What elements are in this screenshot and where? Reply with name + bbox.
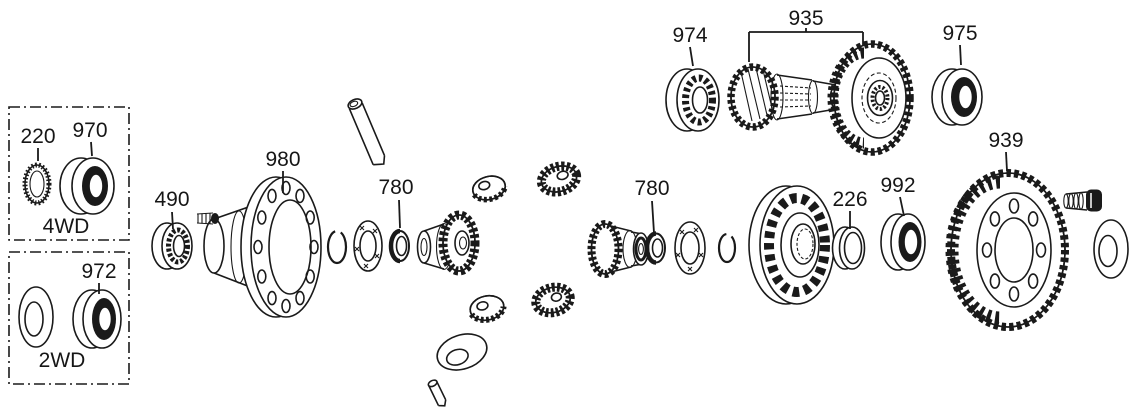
part-pinion-gear-top-right	[536, 161, 582, 197]
washer-lugs	[675, 227, 704, 272]
part-bearing-972	[72, 289, 122, 349]
part-thrust-washer-left	[353, 220, 383, 272]
inset-box-4wd: 220 970 4WD	[8, 106, 130, 241]
part-case-bolt	[196, 212, 219, 225]
callout-780-left-label: 780	[378, 176, 413, 199]
inset-label-4wd: 4WD	[43, 215, 90, 238]
callout-780-left: 780	[378, 176, 414, 229]
leader-line-992	[899, 196, 905, 217]
callout-226: 226	[832, 188, 868, 229]
inset-label-2wd: 2WD	[39, 349, 86, 372]
part-spacer-226	[831, 226, 866, 270]
leader-line-975	[959, 44, 962, 66]
part-thrust-washer-right	[674, 221, 706, 275]
bolt-holes-939	[981, 198, 1047, 302]
callout-226-label: 226	[832, 188, 867, 211]
part-pinion-gear-top-left	[471, 175, 508, 203]
leader-line-970	[90, 141, 93, 157]
leader-line-780-left	[398, 199, 401, 229]
leader-line-490	[171, 211, 174, 230]
callout-490: 490	[154, 188, 190, 230]
part-pinion-gear-bottom-right	[531, 282, 575, 318]
callout-970: 970	[72, 119, 108, 157]
callout-220: 220	[20, 125, 56, 161]
callout-974-label: 974	[672, 24, 707, 47]
part-pinion-shaft	[347, 98, 386, 166]
part-differential-case-980	[203, 176, 322, 318]
inset-box-2wd: 972 2WD	[8, 251, 130, 385]
callout-780-right-label: 780	[634, 177, 669, 200]
callout-939: 939	[988, 129, 1024, 172]
washer-lugs	[354, 225, 380, 269]
callout-935: 935	[748, 7, 864, 62]
part-bearing-970	[59, 157, 115, 215]
part-bearing-975	[931, 68, 983, 126]
bracket-935	[748, 28, 864, 62]
part-lock-pin	[427, 379, 447, 407]
part-drive-pinion-935	[727, 63, 847, 131]
callout-975: 975	[942, 22, 978, 66]
part-bearing-490	[151, 222, 193, 270]
part-seal-plain-2wd	[18, 286, 54, 348]
part-side-gear-right	[587, 220, 650, 278]
callout-220-label: 220	[20, 125, 55, 148]
callout-970-label: 970	[72, 119, 107, 142]
callout-490-label: 490	[154, 188, 189, 211]
callout-972-label: 972	[81, 260, 116, 283]
part-ring-780-left	[388, 228, 410, 264]
callout-972: 972	[81, 260, 117, 294]
callout-992: 992	[880, 174, 916, 217]
bolt-holes-980	[253, 180, 319, 314]
part-bearing-974	[665, 68, 720, 132]
callout-939-label: 939	[988, 129, 1023, 152]
part-snap-ring-left	[326, 229, 348, 265]
part-ring-gear-bolt	[1063, 189, 1102, 212]
callout-935-label: 935	[788, 7, 823, 30]
callout-980: 980	[265, 148, 301, 193]
callout-980-label: 980	[265, 148, 300, 171]
part-side-gear-left	[416, 210, 480, 276]
part-ring-220	[22, 162, 52, 206]
part-ring-780-right	[644, 231, 666, 265]
leader-line-974	[689, 46, 694, 67]
callout-992-label: 992	[880, 174, 915, 197]
part-ring-gear-939	[945, 169, 1069, 331]
part-dished-washer	[436, 333, 488, 371]
part-washer-right	[1093, 219, 1129, 279]
callout-975-label: 975	[942, 22, 977, 45]
leader-line-939	[1005, 151, 1008, 172]
part-case-cover	[748, 185, 835, 305]
leader-line-780-right	[651, 200, 655, 234]
part-bearing-992	[880, 213, 926, 271]
callout-974: 974	[672, 24, 708, 67]
part-pinion-gear-bottom-left	[469, 294, 507, 323]
part-helical-gear-935	[827, 40, 914, 156]
part-snap-ring-right	[717, 232, 737, 264]
callout-780-right: 780	[634, 177, 670, 234]
